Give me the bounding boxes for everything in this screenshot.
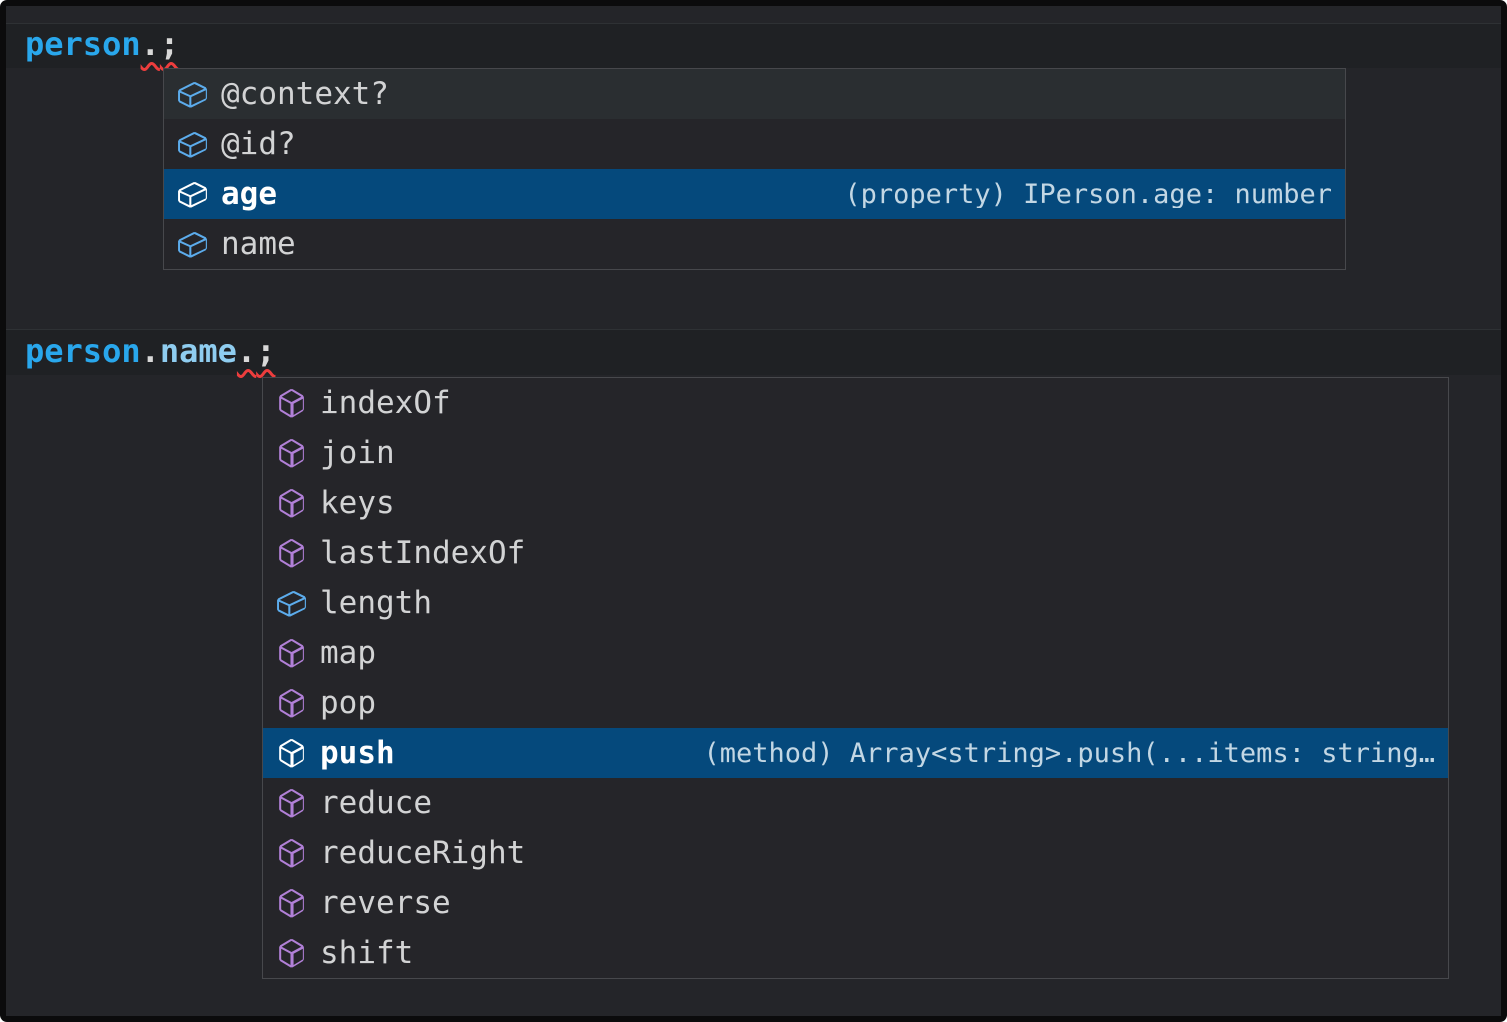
symbol-field-icon	[176, 128, 209, 161]
suggestion-label: join	[320, 438, 395, 469]
suggestion-detail: (property) IPerson.age: number	[824, 181, 1332, 208]
current-line-highlight	[6, 23, 1501, 68]
suggestion-item-context[interactable]: @context?	[164, 69, 1345, 119]
code-token-punctuation-error: ;	[256, 332, 275, 370]
suggestion-label: length	[320, 588, 432, 619]
suggestion-detail: (method) Array<string>.push(...items: st…	[684, 740, 1436, 767]
suggestion-label: name	[221, 229, 296, 260]
code-line-1[interactable]: person.;	[25, 24, 179, 64]
code-token-punctuation-error: ;	[160, 25, 179, 63]
symbol-field-icon	[176, 228, 209, 261]
suggestion-item-lastindexof[interactable]: lastIndexOf	[263, 528, 1448, 578]
suggestion-label: age	[221, 179, 277, 210]
code-token-variable: person	[25, 25, 141, 63]
code-token-punctuation: .	[141, 332, 160, 370]
suggestion-item-age[interactable]: age (property) IPerson.age: number	[164, 169, 1345, 219]
suggestion-label: pop	[320, 688, 376, 719]
suggestion-label: indexOf	[320, 388, 451, 419]
symbol-field-icon	[275, 587, 308, 620]
code-line-2[interactable]: person.name.;	[25, 331, 275, 371]
symbol-method-icon	[275, 937, 308, 970]
symbol-method-icon	[275, 787, 308, 820]
suggestion-item-reduceright[interactable]: reduceRight	[263, 828, 1448, 878]
code-token-variable: person	[25, 332, 141, 370]
symbol-method-icon	[275, 487, 308, 520]
code-token-property: name	[160, 332, 237, 370]
suggest-widget-string-methods: indexOf join keys lastIndexOf length map pop pu…	[262, 377, 1449, 979]
code-editor[interactable]: person.; person.name.; @context?@id?age(…	[6, 6, 1501, 1016]
suggestion-item-id[interactable]: @id?	[164, 119, 1345, 169]
suggestion-item-reverse[interactable]: reverse	[263, 878, 1448, 928]
symbol-field-icon	[176, 178, 209, 211]
symbol-method-icon	[275, 637, 308, 670]
suggestion-item-push[interactable]: push (method) Array<string>.push(...items…	[263, 728, 1448, 778]
suggestion-item-pop[interactable]: pop	[263, 678, 1448, 728]
suggestion-item-map[interactable]: map	[263, 628, 1448, 678]
symbol-method-icon	[275, 887, 308, 920]
suggestion-item-shift[interactable]: shift	[263, 928, 1448, 978]
suggestion-label: push	[320, 738, 395, 769]
suggestion-item-keys[interactable]: keys	[263, 478, 1448, 528]
suggestion-label: reduceRight	[320, 838, 525, 869]
code-token-punctuation-error: .	[237, 332, 256, 370]
suggestion-item-indexof[interactable]: indexOf	[263, 378, 1448, 428]
suggestion-item-length[interactable]: length	[263, 578, 1448, 628]
suggestion-label: reduce	[320, 788, 432, 819]
code-token-punctuation-error: .	[141, 25, 160, 63]
suggest-widget-properties: @context? @id? age (property) IPerson.age: …	[163, 68, 1346, 270]
suggestion-item-reduce[interactable]: reduce	[263, 778, 1448, 828]
symbol-field-icon	[176, 78, 209, 111]
suggestion-label: shift	[320, 938, 413, 969]
suggestion-label: lastIndexOf	[320, 538, 525, 569]
suggestion-item-name[interactable]: name	[164, 219, 1345, 269]
symbol-method-icon	[275, 687, 308, 720]
suggestion-label: @context?	[221, 79, 389, 110]
symbol-method-icon	[275, 437, 308, 470]
suggestion-label: reverse	[320, 888, 451, 919]
suggestion-label: keys	[320, 488, 395, 519]
suggestion-label: @id?	[221, 129, 296, 160]
suggestion-label: map	[320, 638, 376, 669]
symbol-method-icon	[275, 537, 308, 570]
symbol-method-icon	[275, 737, 308, 770]
suggestion-item-join[interactable]: join	[263, 428, 1448, 478]
symbol-method-icon	[275, 387, 308, 420]
symbol-method-icon	[275, 837, 308, 870]
